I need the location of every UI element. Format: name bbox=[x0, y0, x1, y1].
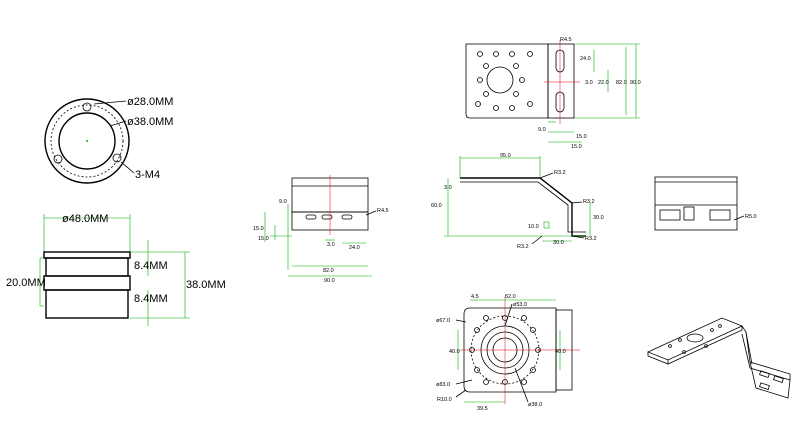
bottom-dim-39-5: 39.5 bbox=[477, 406, 488, 412]
hub-body-dim: 20.0MM bbox=[6, 277, 46, 289]
end-radius: R5.0 bbox=[745, 214, 757, 220]
profile-dim-3: 3.0 bbox=[444, 185, 452, 191]
profile-dim-10: 10.0 bbox=[528, 224, 539, 230]
front-dim-3: 3.0 bbox=[327, 242, 335, 248]
front-radius: R4.5 bbox=[377, 208, 389, 214]
bottom-dim-40-left: 40.0 bbox=[449, 349, 460, 355]
plate-dim-9: 9.0 bbox=[538, 127, 546, 133]
bottom-dim-r10: R10.0 bbox=[437, 397, 452, 403]
plate-dim-24: 24.0 bbox=[580, 56, 591, 62]
bracket-profile-view: 95.0 3.0 60.0 R3.2 R3.2 30.0 10.0 R3.2 3… bbox=[431, 153, 604, 250]
profile-dim-30-foot: 30.0 bbox=[553, 240, 564, 246]
hub-top-view: ø28.0MM ø38.0MM 3-M4 bbox=[44, 96, 173, 184]
front-dim-15b: 15.0 bbox=[258, 236, 269, 242]
plate-dim-15a: 15.0 bbox=[576, 134, 587, 140]
bottom-dim-d53: ø53.0 bbox=[513, 302, 527, 308]
front-dim-15a: 15.0 bbox=[253, 226, 264, 232]
hub-width-dim: ø48.0MM bbox=[62, 213, 108, 225]
bottom-dim-52: 52.0 bbox=[505, 294, 516, 300]
profile-radius-2: R3.2 bbox=[583, 199, 595, 205]
bracket-front-view: 9.0 15.0 15.0 3.0 24.0 82.0 90.0 R4.5 bbox=[253, 175, 389, 284]
plate-dim-90: 90.0 bbox=[630, 80, 641, 86]
plate-dim-3: 3.0 bbox=[585, 80, 593, 86]
hub-step-top-dim: 8.4MM bbox=[134, 260, 168, 272]
hub-step-bottom-dim: 8.4MM bbox=[134, 293, 168, 305]
profile-radius-3: R3.2 bbox=[517, 244, 529, 250]
plate-dim-15b: 15.0 bbox=[571, 144, 582, 150]
hub-height-dim: 38.0MM bbox=[186, 279, 226, 291]
profile-radius-4: R3.2 bbox=[585, 236, 597, 242]
plate-radius: R4.5 bbox=[560, 37, 572, 43]
bottom-dim-d83: ø83.0 bbox=[436, 382, 450, 388]
bottom-dim-40-right: 40.0 bbox=[555, 349, 566, 355]
front-dim-82: 82.0 bbox=[323, 268, 334, 274]
profile-dim-95: 95.0 bbox=[500, 153, 511, 159]
front-dim-24: 24.0 bbox=[349, 245, 360, 251]
plate-dim-22: 22.0 bbox=[598, 80, 609, 86]
bracket-isometric-view bbox=[646, 317, 791, 399]
profile-dim-30: 30.0 bbox=[593, 215, 604, 221]
front-dim-90: 90.0 bbox=[324, 278, 335, 284]
front-dim-9: 9.0 bbox=[279, 199, 287, 205]
bracket-end-view: R5.0 bbox=[654, 176, 757, 231]
hub-inner-diameter: ø28.0MM bbox=[127, 96, 173, 108]
hub-outer-diameter: ø38.0MM bbox=[127, 116, 173, 128]
profile-dim-60: 60.0 bbox=[431, 203, 442, 209]
profile-radius-1: R3.2 bbox=[554, 170, 566, 176]
hub-side-view: ø48.0MM 20.0MM 38.0MM 8.4MM 8.4MM bbox=[6, 213, 226, 326]
hub-thread-callout: 3-M4 bbox=[135, 169, 160, 181]
plate-dim-82: 82.0 bbox=[616, 80, 627, 86]
bottom-dim-4-5: 4.5 bbox=[471, 294, 479, 300]
bottom-dim-d67: ø67.0 bbox=[436, 318, 450, 324]
bottom-dim-d38: ø38.0 bbox=[528, 402, 542, 408]
bracket-bottom-view: 4.5 52.0 ø53.0 ø67.0 40.0 40.0 ø83.0 R10… bbox=[436, 294, 580, 412]
bracket-plate-view: R4.5 24.0 3.0 22.0 82.0 90.0 9.0 15.0 15… bbox=[465, 37, 641, 150]
